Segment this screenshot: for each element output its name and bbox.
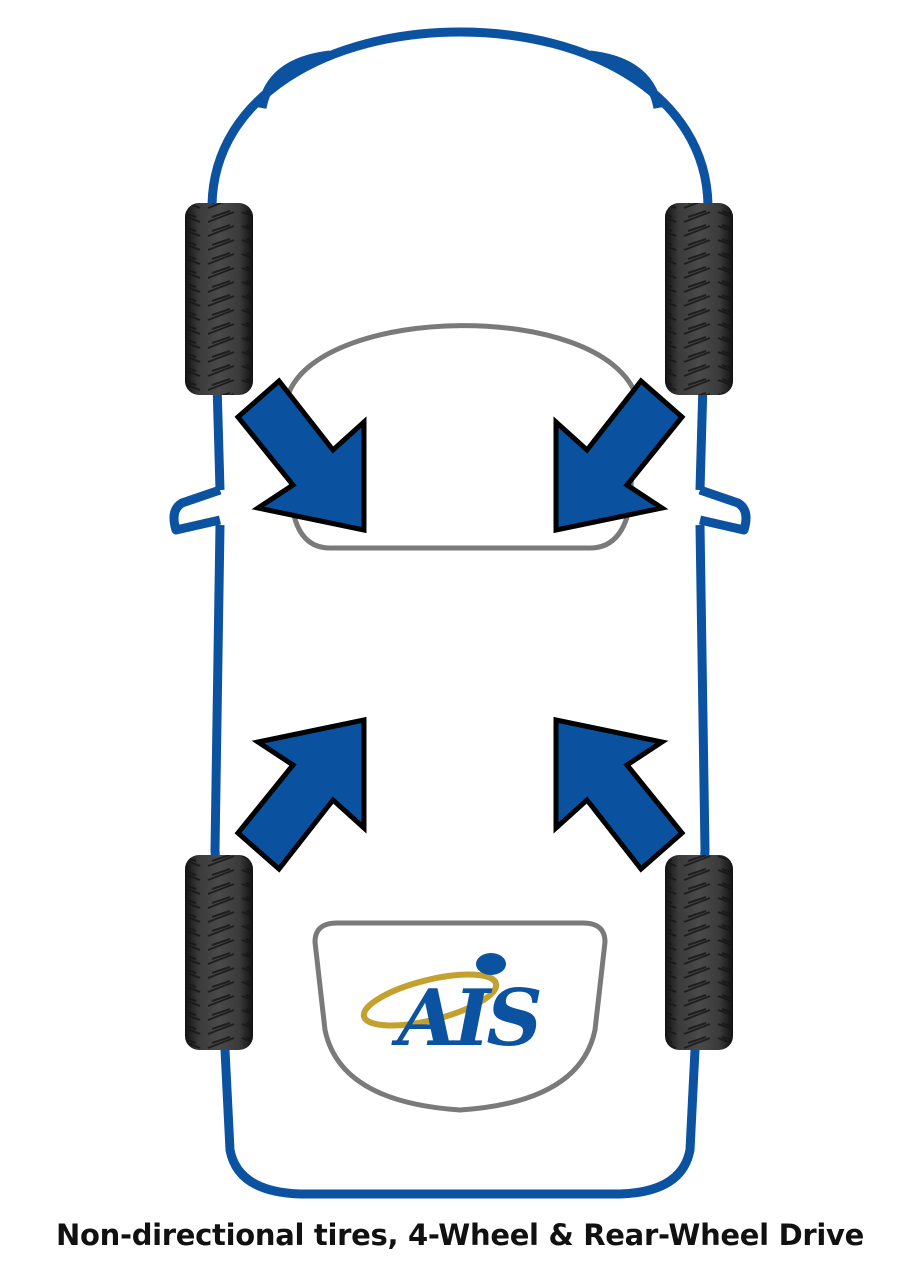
arrow-rear-right-icon (553, 716, 686, 873)
arrow-front-left-icon (234, 377, 367, 534)
tire-front-left (185, 203, 253, 395)
tire-front-right (665, 203, 733, 395)
diagram-caption: Non-directional tires, 4-Wheel & Rear-Wh… (56, 1218, 864, 1252)
right-mirror (698, 485, 751, 535)
left-headlight (257, 50, 331, 109)
left-mirror (169, 485, 222, 535)
arrow-front-right-icon (553, 377, 686, 534)
rear-window (312, 920, 608, 1113)
svg-text:AIS: AIS (390, 973, 540, 1064)
arrow-rear-left-icon (234, 716, 367, 873)
tire-rear-left (185, 855, 253, 1050)
ais-logo: AIS (360, 953, 544, 1064)
right-headlight (589, 50, 663, 109)
tire-rear-right (665, 855, 733, 1050)
